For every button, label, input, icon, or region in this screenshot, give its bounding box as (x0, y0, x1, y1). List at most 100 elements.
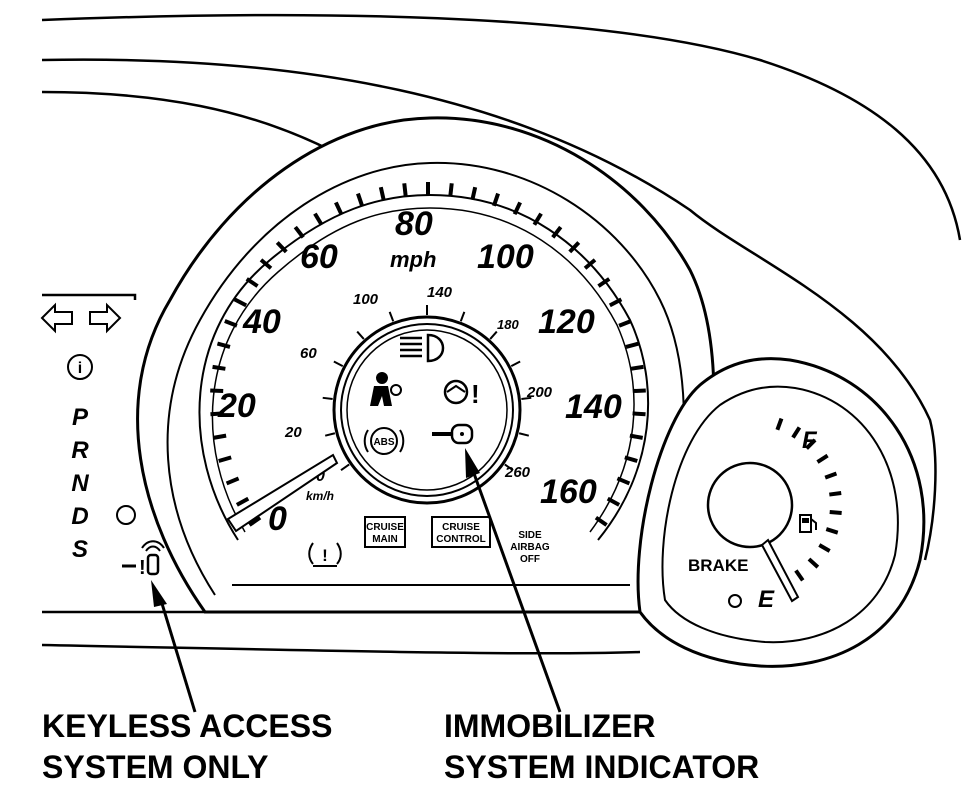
dial-tick-30 (608, 297, 623, 308)
dial-tick-25 (532, 212, 543, 226)
dial-tick-14 (293, 225, 305, 239)
kmh-tick-7 (459, 311, 466, 322)
immobilizer-key-icon (432, 423, 474, 445)
fuel-tick-8 (818, 543, 831, 553)
fuel-tick-0 (775, 417, 784, 431)
mph-label-100: 100 (477, 238, 534, 276)
kmh-tick-4 (356, 330, 365, 340)
fuel-pump-icon (799, 514, 817, 533)
dial-tick-11 (245, 277, 259, 288)
info-glyph: i (78, 360, 82, 377)
seatbelt-airbag-icon (370, 372, 402, 406)
dial-tick-27 (568, 241, 581, 254)
dial-tick-24 (512, 201, 522, 216)
dial-tick-18 (378, 186, 386, 201)
abs-label: ABS (373, 437, 394, 448)
tpms-exclamation: ! (322, 546, 328, 565)
dial-tick-6 (210, 388, 224, 394)
keyless-callout-arrow (151, 580, 197, 713)
side-airbag-line1: SIDE (518, 530, 542, 541)
mph-label-60: 60 (300, 238, 338, 276)
mph-label-120: 120 (538, 303, 595, 341)
immobilizer-callout-line2: SYSTEM INDICATOR (444, 749, 759, 785)
kmh-tick-12 (504, 463, 514, 472)
kmh-zero-partial: 0 (316, 468, 325, 485)
kmh-tick-10 (521, 396, 532, 400)
dial-tick-34 (632, 388, 646, 394)
gear-position-indicator: P R N D S (71, 404, 89, 563)
dial-tick-13 (275, 241, 288, 254)
dial-tick-15 (313, 212, 324, 226)
fuel-tick-3 (816, 453, 829, 464)
mph-label-80: 80 (395, 205, 433, 243)
keyless-callout-line2: SYSTEM ONLY (42, 749, 268, 785)
immobilizer-callout: IMMOBILIZER SYSTEM INDICATOR (444, 708, 759, 785)
dial-tick-23 (492, 192, 500, 207)
kmh-label-180: 180 (497, 317, 519, 332)
dial-tick-19 (402, 183, 408, 197)
speedometer-dial (198, 182, 650, 541)
side-airbag-line3: OFF (520, 554, 540, 565)
cruise-control-line2: CONTROL (436, 534, 485, 545)
cruise-main-line1: CRUISE (366, 522, 404, 533)
dial-tick-29 (597, 277, 611, 288)
kmh-tick-9 (510, 360, 521, 368)
steering-warning-exclamation: ! (471, 379, 480, 409)
dial-tick-33 (630, 364, 644, 371)
info-icon: i (67, 354, 93, 380)
abs-icon: ABS (363, 427, 405, 455)
dial-tick-26 (551, 225, 563, 239)
keyless-exclamation: ! (139, 557, 146, 579)
tpms-icon: ! (308, 542, 342, 567)
kmh-label-200: 200 (526, 384, 553, 401)
fuel-full-label: F (802, 427, 818, 454)
turn-signal-left-icon (40, 302, 73, 334)
dial-tick-5 (210, 411, 224, 417)
cruise-control-indicator: CRUISE CONTROL (431, 516, 491, 548)
gear-d: D (71, 503, 88, 530)
kmh-tick-2 (322, 396, 333, 400)
kmh-label-100: 100 (353, 291, 379, 308)
dial-tick-1 (235, 496, 250, 507)
keyless-callout: KEYLESS ACCESS SYSTEM ONLY (42, 708, 332, 785)
side-airbag-line2: AIRBAG (510, 542, 550, 553)
fuel-indicator-lamp (728, 594, 742, 608)
side-airbag-off-indicator: SIDE AIRBAG OFF (510, 530, 550, 565)
dial-tick-40 (594, 515, 608, 527)
kmh-tick-marks (322, 305, 532, 472)
dial-tick-7 (212, 364, 226, 371)
dial-tick-31 (618, 319, 632, 328)
mph-label-20: 20 (217, 387, 256, 425)
dial-tick-10 (233, 297, 248, 308)
fuel-tick-9 (807, 557, 820, 569)
dial-tick-35 (632, 411, 646, 417)
brake-label: BRAKE (688, 556, 748, 575)
fuel-tick-1 (791, 426, 802, 439)
cruise-main-line2: MAIN (372, 534, 398, 545)
headlight-high-beam-icon (400, 333, 445, 363)
kmh-tick-11 (518, 432, 530, 437)
mph-scale: 0 20 40 60 80 100 120 140 160 mph (217, 205, 622, 538)
center-hub (332, 315, 522, 505)
gear-s: S (72, 536, 88, 563)
dial-tick-12 (259, 258, 273, 270)
dial-tick-32 (625, 341, 640, 349)
turn-signal-right-icon (89, 302, 122, 334)
fuel-empty-label: E (758, 586, 775, 613)
dial-tick-28 (583, 258, 597, 270)
dial-tick-3 (218, 455, 232, 463)
mph-label-40: 40 (242, 303, 281, 341)
kmh-unit: km/h (306, 489, 334, 503)
dial-tick-16 (334, 201, 344, 216)
kmh-tick-5 (388, 311, 395, 322)
immobilizer-callout-line1: IMMOBILIZER (444, 708, 656, 744)
dial-tick-36 (629, 433, 644, 440)
mph-label-160: 160 (540, 473, 597, 511)
immobilizer-callout-arrow (465, 448, 562, 713)
kmh-label-140: 140 (427, 284, 453, 301)
left-indicator-lamp (116, 505, 136, 525)
dial-tick-4 (212, 433, 227, 440)
kmh-label-20: 20 (284, 424, 302, 441)
